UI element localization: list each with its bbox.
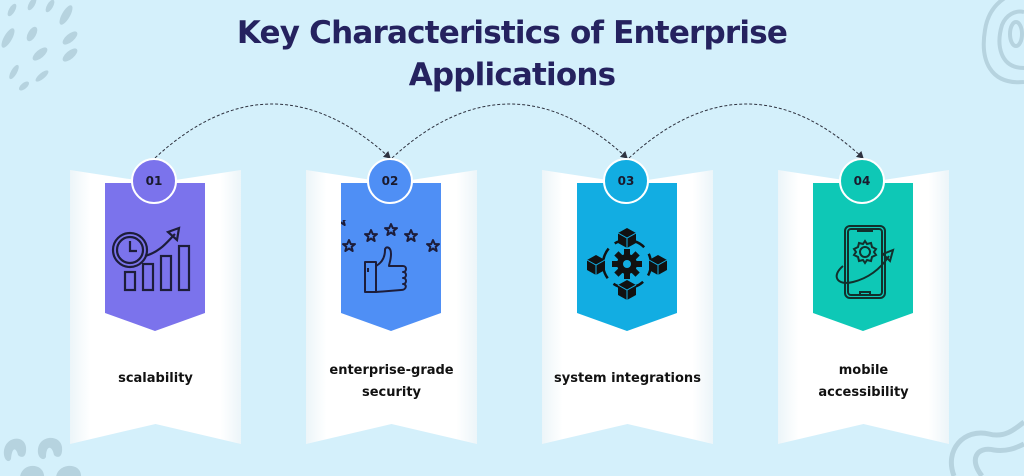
clock-growth-chart-icon (111, 226, 191, 292)
title-line-1: Key Characteristics of Enterprise (236, 15, 788, 51)
page-title: Key Characteristics of Enterprise Applic… (0, 12, 1024, 96)
gear-network-cubes-icon (586, 228, 668, 300)
dashes-decoration (1, 0, 78, 91)
card-label: scalability (118, 371, 193, 386)
arc-1-to-2 (154, 103, 391, 159)
mobile-gear-arrow-icon (835, 225, 895, 299)
card-label: system integrations (554, 371, 701, 386)
title-line-2: Applications (408, 57, 616, 93)
card-label: enterprise-grade security (329, 363, 454, 400)
connector-arcs (154, 103, 864, 159)
step-badge: 02 (367, 158, 413, 204)
step-badge: 01 (131, 158, 177, 204)
card-integrations: 03 system integrations (542, 158, 713, 444)
step-badge: 04 (839, 158, 885, 204)
card-mobile: 04 mobile accessibility (778, 158, 949, 444)
wave-decoration (948, 420, 1024, 476)
drops-decoration (3, 437, 82, 476)
card-label: mobile accessibility (818, 363, 909, 400)
thumbs-up-stars-icon (341, 220, 440, 293)
arc-3-to-4 (628, 103, 864, 159)
card-security: 02 enterprise-grade security (306, 158, 477, 444)
card-scalability: 01 scalability (70, 158, 241, 444)
swirl-decoration (981, 0, 1024, 85)
step-badge: 03 (603, 158, 649, 204)
arc-2-to-3 (391, 103, 628, 159)
